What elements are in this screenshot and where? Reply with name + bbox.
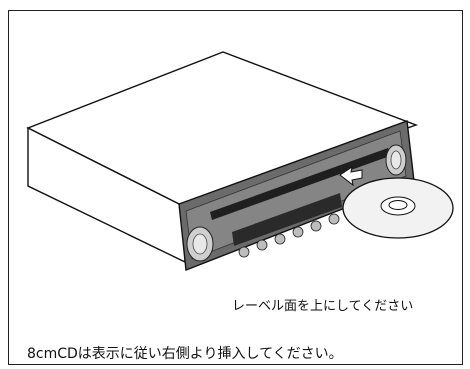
insert-arrow-icon — [339, 165, 363, 187]
preset-button — [292, 226, 304, 238]
cd-slot — [210, 148, 390, 220]
cd-disc-icon — [342, 177, 454, 239]
display-window — [232, 193, 342, 246]
preset-button — [328, 213, 340, 225]
preset-button — [238, 246, 250, 258]
preset-button — [310, 220, 322, 232]
label-side-up-caption: レーベル面を上にしてください — [232, 299, 414, 314]
illustration-frame — [8, 10, 463, 365]
preset-button — [274, 233, 286, 245]
insertion-instruction: 8cmCDは表示に従い右側より挿入してください。 — [27, 346, 343, 362]
preset-button — [256, 239, 268, 251]
button-row — [238, 213, 340, 258]
